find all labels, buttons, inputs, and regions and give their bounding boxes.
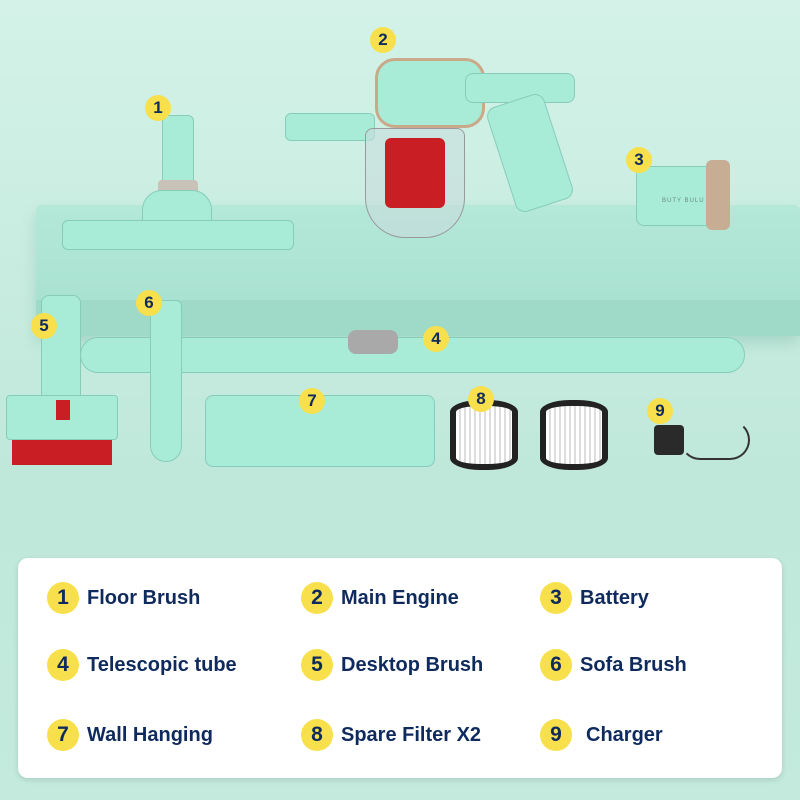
legend-label: Charger (586, 723, 663, 746)
desktop-brush-image (6, 295, 121, 470)
telescopic-tube-image (80, 337, 745, 373)
spare-filter-image (540, 400, 608, 470)
legend-number: 6 (540, 649, 572, 681)
legend-item-floor-brush: 1 Floor Brush (47, 582, 200, 614)
battery-brand-logo: BUTY BULU (662, 198, 705, 204)
legend-label: Spare Filter X2 (341, 723, 482, 746)
legend-item-main-engine: 2 Main Engine (301, 582, 459, 614)
legend-number: 9 (540, 719, 572, 751)
legend-label: Desktop Brush (341, 653, 484, 676)
floor-brush-image (62, 115, 294, 255)
sofa-brush-image (150, 300, 182, 462)
legend-item-battery: 3 Battery (540, 582, 649, 614)
legend-label: Telescopic tube (87, 653, 237, 676)
legend-number: 3 (540, 582, 572, 614)
callout-6: 6 (136, 290, 162, 316)
spare-filter-image (450, 400, 518, 470)
legend-item-spare-filter: 8 Spare Filter X2 (301, 719, 481, 751)
legend-item-desktop-brush: 5 Desktop Brush (301, 649, 483, 681)
callout-7: 7 (299, 388, 325, 414)
legend-number: 5 (301, 649, 333, 681)
legend-item-charger: 9 Charger (540, 719, 663, 751)
legend-number: 8 (301, 719, 333, 751)
callout-1: 1 (145, 95, 171, 121)
legend-label: Floor Brush (87, 586, 201, 609)
main-engine-image (285, 38, 585, 243)
legend-number: 2 (301, 582, 333, 614)
battery-image: BUTY BULU (636, 160, 744, 230)
legend-number: 7 (47, 719, 79, 751)
callout-3: 3 (626, 147, 652, 173)
charger-cable (680, 420, 750, 460)
callout-9: 9 (647, 398, 673, 424)
legend-number: 4 (47, 649, 79, 681)
callout-4: 4 (423, 326, 449, 352)
legend-label: Battery (580, 586, 649, 609)
legend-item-sofa-brush: 6 Sofa Brush (540, 649, 687, 681)
charger-image (654, 425, 684, 455)
callout-5: 5 (31, 313, 57, 339)
parts-legend: 1 Floor Brush 2 Main Engine 3 Battery 4 Tele… (18, 558, 782, 778)
callout-2: 2 (370, 27, 396, 53)
legend-item-wall-hanging: 7 Wall Hanging (47, 719, 213, 751)
callout-8: 8 (468, 386, 494, 412)
tube-latch (348, 330, 398, 354)
legend-label: Main Engine (341, 586, 459, 609)
legend-label: Wall Hanging (87, 723, 213, 746)
legend-number: 1 (47, 582, 79, 614)
legend-label: Sofa Brush (580, 653, 687, 676)
legend-item-telescopic-tube: 4 Telescopic tube (47, 649, 237, 681)
